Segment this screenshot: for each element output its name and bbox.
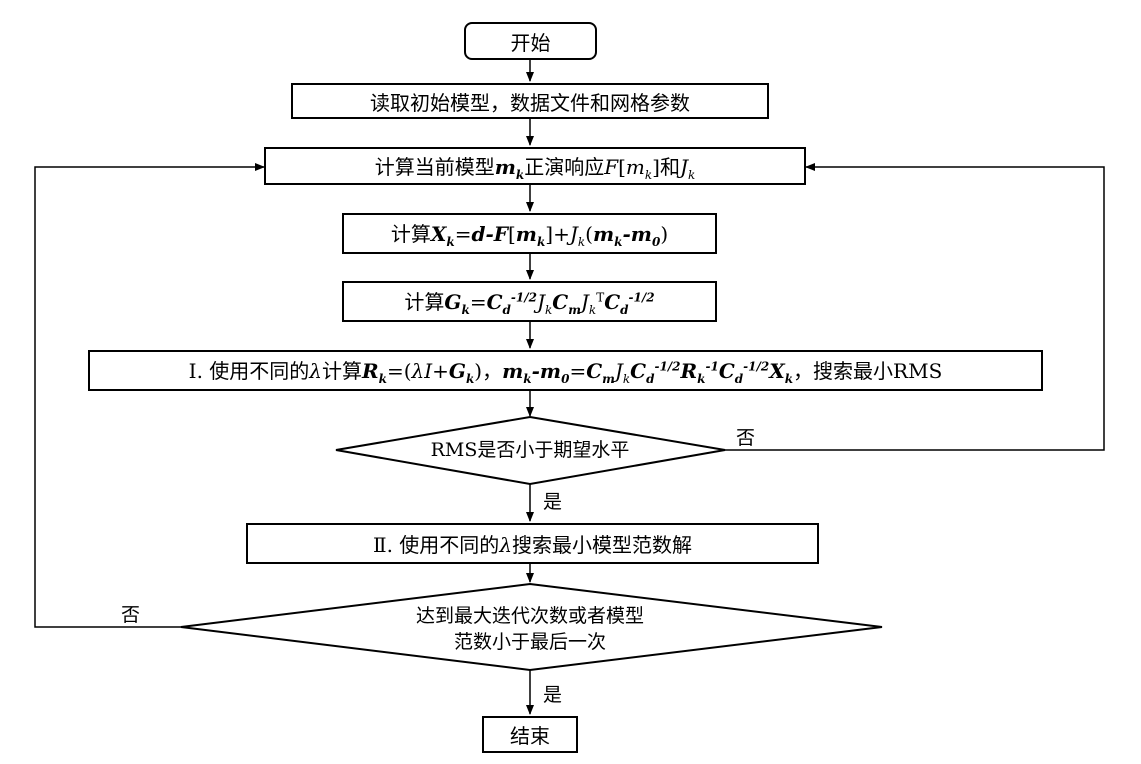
start-node: 开始 [464, 22, 597, 60]
loop-d1-no [725, 163, 1105, 451]
step2-label: Ⅱ. 使用不同的λ搜索最小模型范数解 [373, 533, 692, 557]
step1-node: Ⅰ. 使用不同的λ计算Rk=(λI+Gk)，mk-m0=CmJkCd-1/2Rk… [88, 350, 1043, 391]
decision1-label: RMS是否小于期望水平 [430, 439, 630, 461]
decision2-diamond [180, 582, 883, 672]
end-label: 结束 [510, 724, 550, 748]
calc-g-node: 计算Gk=Cd-1/2JkCmJkTCd-1/2 [342, 281, 717, 322]
calc-forward-node: 计算当前模型mk正演响应F[mk]和Jk [264, 147, 806, 185]
loop-d2-no [34, 163, 265, 628]
step1-label: Ⅰ. 使用不同的λ计算Rk=(λI+Gk)，mk-m0=CmJkCd-1/2Rk… [188, 359, 943, 386]
decision2-yes-label: 是 [543, 684, 563, 706]
read-label: 读取初始模型，数据文件和网格参数 [370, 90, 690, 115]
decision2-label: 达到最大迭代次数或者模型 范数小于最后一次 [415, 605, 644, 653]
decision1-no-label: 否 [736, 427, 756, 449]
decision1-diamond [335, 415, 726, 486]
calc-g-label: 计算Gk=Cd-1/2JkCmJkTCd-1/2 [404, 290, 655, 317]
decision2-no-label: 否 [121, 604, 141, 626]
start-label: 开始 [510, 30, 551, 55]
calc-forward-label: 计算当前模型mk正演响应F[mk]和Jk [374, 154, 696, 182]
read-node: 读取初始模型，数据文件和网格参数 [291, 83, 769, 119]
end-node: 结束 [482, 716, 578, 753]
decision1-yes-label: 是 [543, 491, 563, 513]
step2-node: Ⅱ. 使用不同的λ搜索最小模型范数解 [246, 523, 819, 564]
calc-x-label: 计算Xk=d-F[mk]+Jk(mk-m0) [390, 222, 669, 249]
calc-x-node: 计算Xk=d-F[mk]+Jk(mk-m0) [342, 213, 717, 254]
